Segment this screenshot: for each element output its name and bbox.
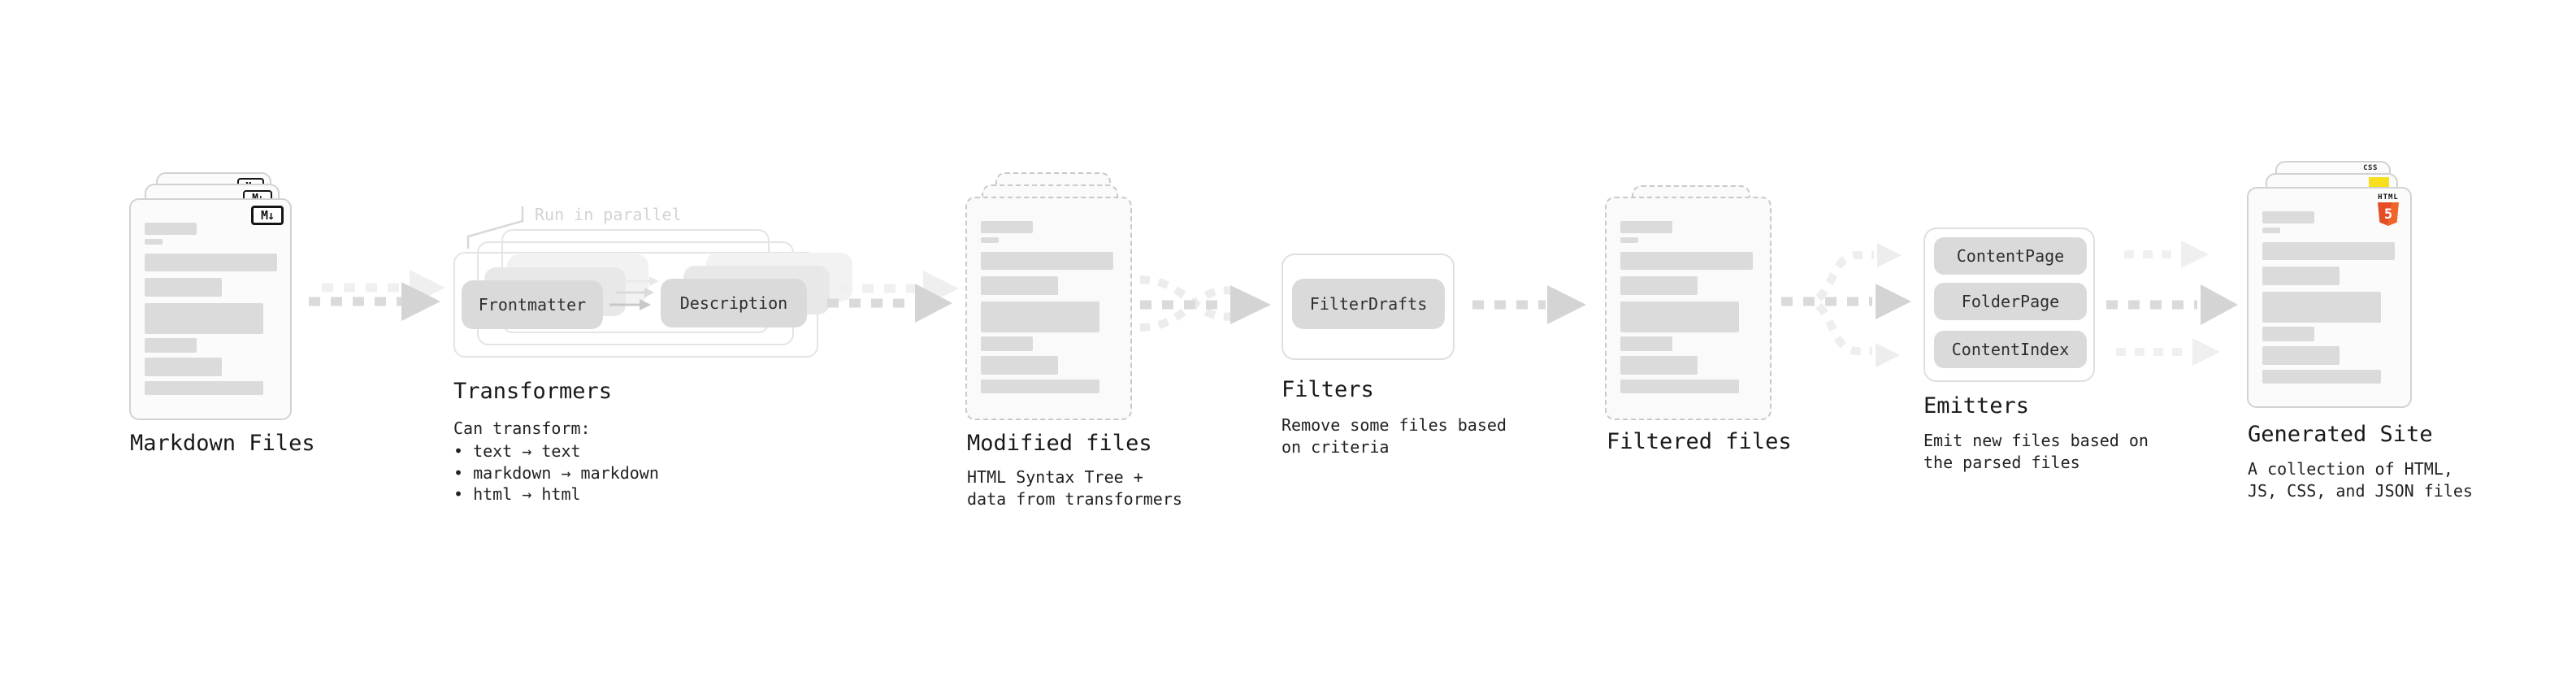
emitters-desc: Emit new files based on the parsed files [1923, 430, 2149, 474]
folder-page-pill: FolderPage [1934, 283, 2087, 320]
content-page-pill: ContentPage [1934, 237, 2087, 275]
arrow-filters-to-filtered [1472, 285, 1586, 324]
transformers-desc-title: Can transform: [453, 419, 591, 438]
generated-page-html: HTML 5 [2247, 187, 2412, 408]
stage-label-emitters: Emitters [1923, 393, 2030, 419]
html5-five: 5 [2383, 206, 2393, 223]
generated-site-desc: A collection of HTML, JS, CSS, and JSON … [2248, 458, 2473, 502]
content-index-pill: ContentIndex [1934, 331, 2087, 368]
desc-line: A collection of HTML, [2248, 459, 2453, 479]
css-badge-label: CSS [2363, 164, 2378, 172]
stage-label-filters: Filters [1281, 377, 1374, 402]
markdown-page-front: M↓ [129, 198, 292, 420]
stage-label-filtered-files: Filtered files [1607, 429, 1792, 454]
js-badge [2369, 177, 2389, 189]
modified-files-desc: HTML Syntax Tree + data from transformer… [967, 466, 1182, 510]
stage-label-transformers: Transformers [453, 379, 613, 404]
desc-line: Emit new files based on [1923, 431, 2149, 450]
html5-icon: HTML 5 [2375, 193, 2401, 226]
document-skeleton [981, 221, 1113, 393]
run-in-parallel-annotation: Run in parallel [535, 205, 682, 224]
desc-line: JS, CSS, and JSON files [2248, 481, 2473, 501]
document-skeleton [145, 223, 277, 395]
desc-line: HTML Syntax Tree + [967, 467, 1143, 487]
arrow-markdown-to-transformers [309, 270, 445, 321]
filter-drafts-pill: FilterDrafts [1292, 279, 1445, 329]
document-skeleton [2262, 211, 2395, 384]
desc-line: the parsed files [1923, 453, 2080, 472]
stage-label-modified-files: Modified files [967, 431, 1152, 456]
markdown-icon: M↓ [251, 206, 284, 225]
desc-line: Remove some files based [1281, 415, 1507, 435]
bullet-item: • html → html [453, 484, 581, 504]
arrow-emitters-to-generated [2106, 241, 2238, 366]
filtered-page-front [1605, 197, 1772, 420]
html5-word: HTML [2378, 193, 2399, 202]
stage-label-markdown-files: Markdown Files [130, 431, 315, 456]
stage-label-generated-site: Generated Site [2248, 422, 2433, 447]
arrow-filtered-to-emitters [1781, 243, 1911, 367]
frontmatter-pill: Frontmatter [462, 280, 603, 329]
arrow-modified-to-filters [1139, 275, 1271, 332]
desc-line: on criteria [1281, 437, 1390, 457]
desc-line: data from transformers [967, 489, 1182, 509]
html5-shield: 5 [2378, 202, 2399, 226]
modified-page-front [965, 197, 1132, 420]
document-skeleton [1620, 221, 1753, 393]
bullet-item: • text → text [453, 441, 581, 461]
description-pill: Description [661, 279, 807, 327]
bullet-item: • markdown → markdown [453, 462, 659, 483]
transformers-bullet-list: • text → text • markdown → markdown • ht… [453, 440, 659, 505]
filters-desc: Remove some files based on criteria [1281, 414, 1507, 458]
